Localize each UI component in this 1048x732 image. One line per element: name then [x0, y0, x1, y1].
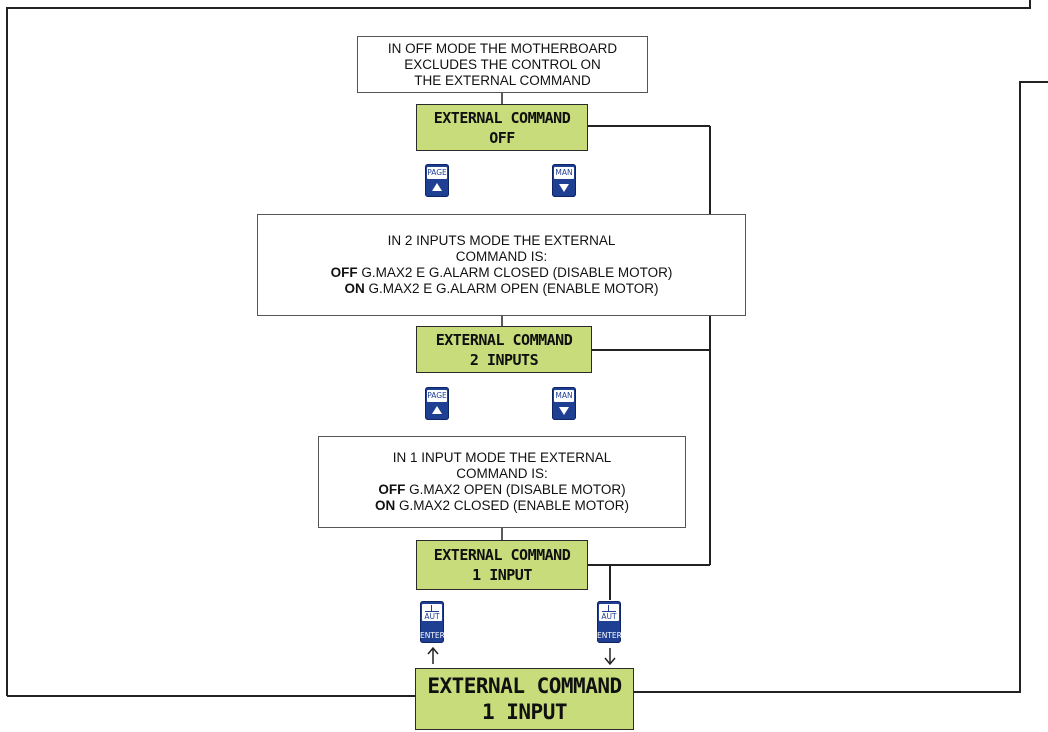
note-2in-on-row: ON G.MAX2 E G.ALARM OPEN (ENABLE MOTOR): [258, 281, 745, 297]
display-1in-line1: EXTERNAL COMMAND: [433, 546, 571, 564]
note-off-line3: THE EXTERNAL COMMAND: [414, 72, 591, 88]
display-result-line2: 1 INPUT: [481, 700, 568, 724]
up-arrow-icon: [432, 406, 442, 414]
display-external-command-result: EXTERNAL COMMAND 1 INPUT: [415, 668, 634, 730]
note-1-input-mode: IN 1 INPUT MODE THE EXTERNAL COMMAND IS:…: [318, 436, 686, 528]
man-key-label: MAN: [554, 167, 574, 179]
page-up-key[interactable]: PAGE: [425, 164, 449, 197]
enter-key-label: ENTER: [420, 631, 445, 640]
note-1in-line1: IN 1 INPUT MODE THE EXTERNAL: [392, 450, 612, 465]
note-1in-on-row: ON G.MAX2 CLOSED (ENABLE MOTOR): [319, 498, 685, 514]
note-2in-off-text: G.MAX2 E G.ALARM CLOSED (DISABLE MOTOR): [357, 265, 673, 280]
display-external-command-off: EXTERNAL COMMAND OFF: [416, 104, 588, 151]
page-key-label-2: PAGE: [427, 390, 447, 402]
right-branch-line: [634, 81, 1048, 693]
display-1in-line2: 1 INPUT: [472, 566, 532, 584]
note-off-mode: IN OFF MODE THE MOTHERBOARD EXCLUDES THE…: [357, 36, 648, 93]
note-2in-off-row: OFF G.MAX2 E G.ALARM CLOSED (DISABLE MOT…: [258, 265, 745, 281]
man-down-key[interactable]: MAN: [552, 164, 576, 197]
display-2in-line2: 2 INPUTS: [469, 350, 539, 369]
page-key-label: PAGE: [427, 167, 447, 179]
aut-key-label: AUT: [424, 612, 440, 621]
note-1in-on-keyword: ON: [374, 498, 396, 513]
display-2in-line1: EXTERNAL COMMAND: [435, 330, 573, 349]
down-arrow-icon: [559, 407, 569, 415]
note-1in-off-row: OFF G.MAX2 OPEN (DISABLE MOTOR): [319, 482, 685, 498]
aut-key-label: AUT: [601, 612, 617, 621]
enter-key-label: ENTER: [597, 631, 622, 640]
note-off-line2: EXCLUDES THE CONTROL ON: [404, 56, 601, 72]
down-arrow-icon: [559, 184, 569, 192]
note-1in-line2: COMMAND IS:: [456, 466, 548, 481]
display-off-line1: EXTERNAL COMMAND: [433, 108, 571, 127]
page-up-key-2[interactable]: PAGE: [425, 387, 449, 420]
note-1in-off-text: G.MAX2 OPEN (DISABLE MOTOR): [405, 482, 626, 497]
note-off-line1: IN OFF MODE THE MOTHERBOARD: [387, 40, 618, 56]
display-off-line2: OFF: [489, 128, 515, 147]
note-2in-on-text: G.MAX2 E G.ALARM OPEN (ENABLE MOTOR): [364, 281, 659, 296]
note-2-inputs-mode: IN 2 INPUTS MODE THE EXTERNAL COMMAND IS…: [257, 214, 746, 316]
man-key-label-2: MAN: [554, 390, 574, 402]
up-arrow-icon: [432, 183, 442, 191]
arrow-down-head: [604, 657, 616, 666]
aut-enter-key-right[interactable]: AUT ENTER: [597, 601, 622, 643]
display-result-line1: EXTERNAL COMMAND: [427, 674, 622, 698]
note-2in-off-keyword: OFF: [330, 265, 358, 280]
aut-key-box: AUT: [422, 604, 442, 621]
note-2in-line1: IN 2 INPUTS MODE THE EXTERNAL: [387, 233, 616, 248]
arrow-up-head: [427, 646, 439, 655]
display-external-command-2-inputs: EXTERNAL COMMAND 2 INPUTS: [416, 326, 592, 373]
aut-enter-key-left[interactable]: AUT ENTER: [420, 601, 445, 643]
outer-frame-line: [6, 0, 1031, 696]
man-down-key-2[interactable]: MAN: [552, 387, 576, 420]
aut-key-box: AUT: [599, 604, 619, 621]
note-1in-on-text: G.MAX2 CLOSED (ENABLE MOTOR): [395, 498, 630, 513]
note-2in-on-keyword: ON: [344, 281, 365, 296]
note-1in-off-keyword: OFF: [378, 482, 406, 497]
note-2in-line2: COMMAND IS:: [455, 249, 548, 264]
display-external-command-1-input: EXTERNAL COMMAND 1 INPUT: [416, 540, 588, 590]
